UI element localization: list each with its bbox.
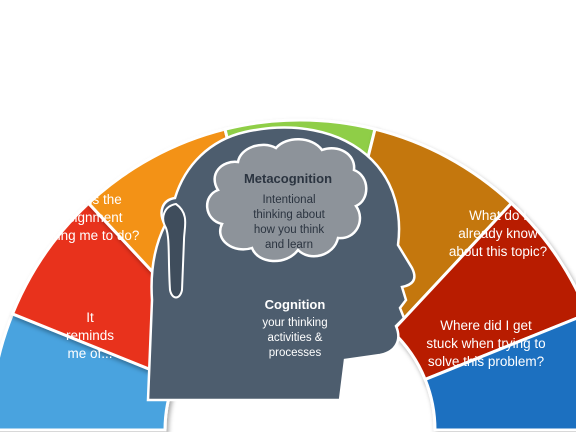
segment-where-stuck xyxy=(423,316,576,432)
ponytail-shape xyxy=(162,202,187,299)
cognition-title: Cognition xyxy=(265,297,326,312)
segment-already-know xyxy=(389,201,576,382)
metacognition-title: Metacognition xyxy=(244,171,332,186)
